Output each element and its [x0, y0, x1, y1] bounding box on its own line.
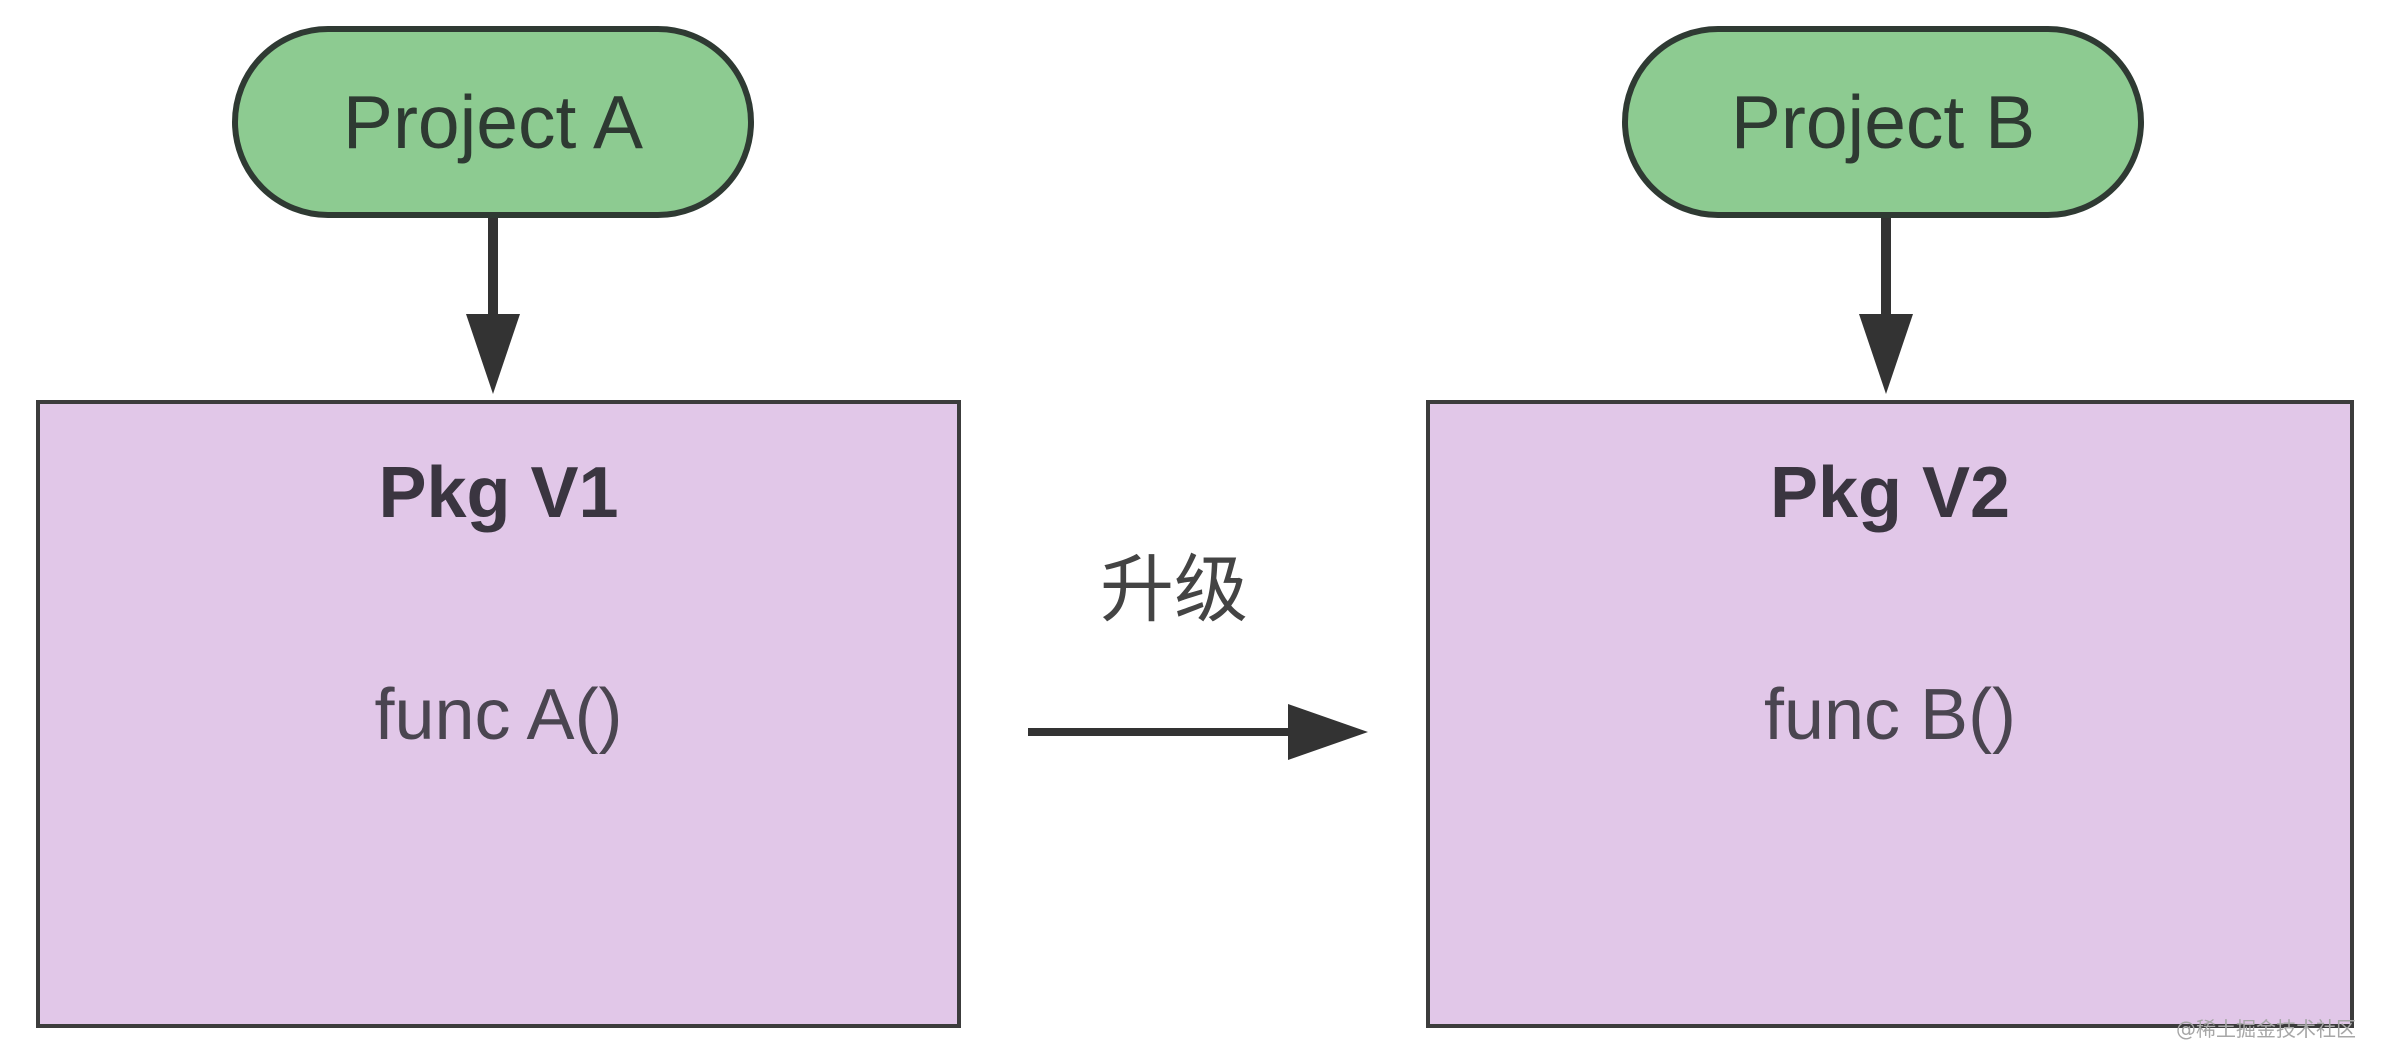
pkg-v1-func: func A()	[374, 675, 623, 755]
project-b-node: Project B	[1622, 26, 2144, 218]
pkg-v2-func: func B()	[1763, 675, 2017, 755]
project-a-node: Project A	[232, 26, 754, 218]
pkg-v1-box: Pkg V1 func A()	[36, 400, 961, 1028]
pkg-v2-box: Pkg V2 func B()	[1426, 400, 2354, 1028]
project-b-label: Project B	[1730, 80, 2036, 164]
project-a-label: Project A	[342, 80, 644, 164]
upgrade-label: 升级	[1100, 547, 1248, 633]
arrow-upgrade	[1028, 704, 1368, 760]
pkg-v2-title: Pkg V2	[1769, 453, 2011, 533]
arrow-project-b-to-pkg-v2	[1859, 218, 1913, 394]
watermark: @稀土掘金技术社区	[2176, 1017, 2356, 1041]
pkg-v1-title: Pkg V1	[378, 453, 619, 533]
arrow-project-a-to-pkg-v1	[466, 218, 520, 394]
